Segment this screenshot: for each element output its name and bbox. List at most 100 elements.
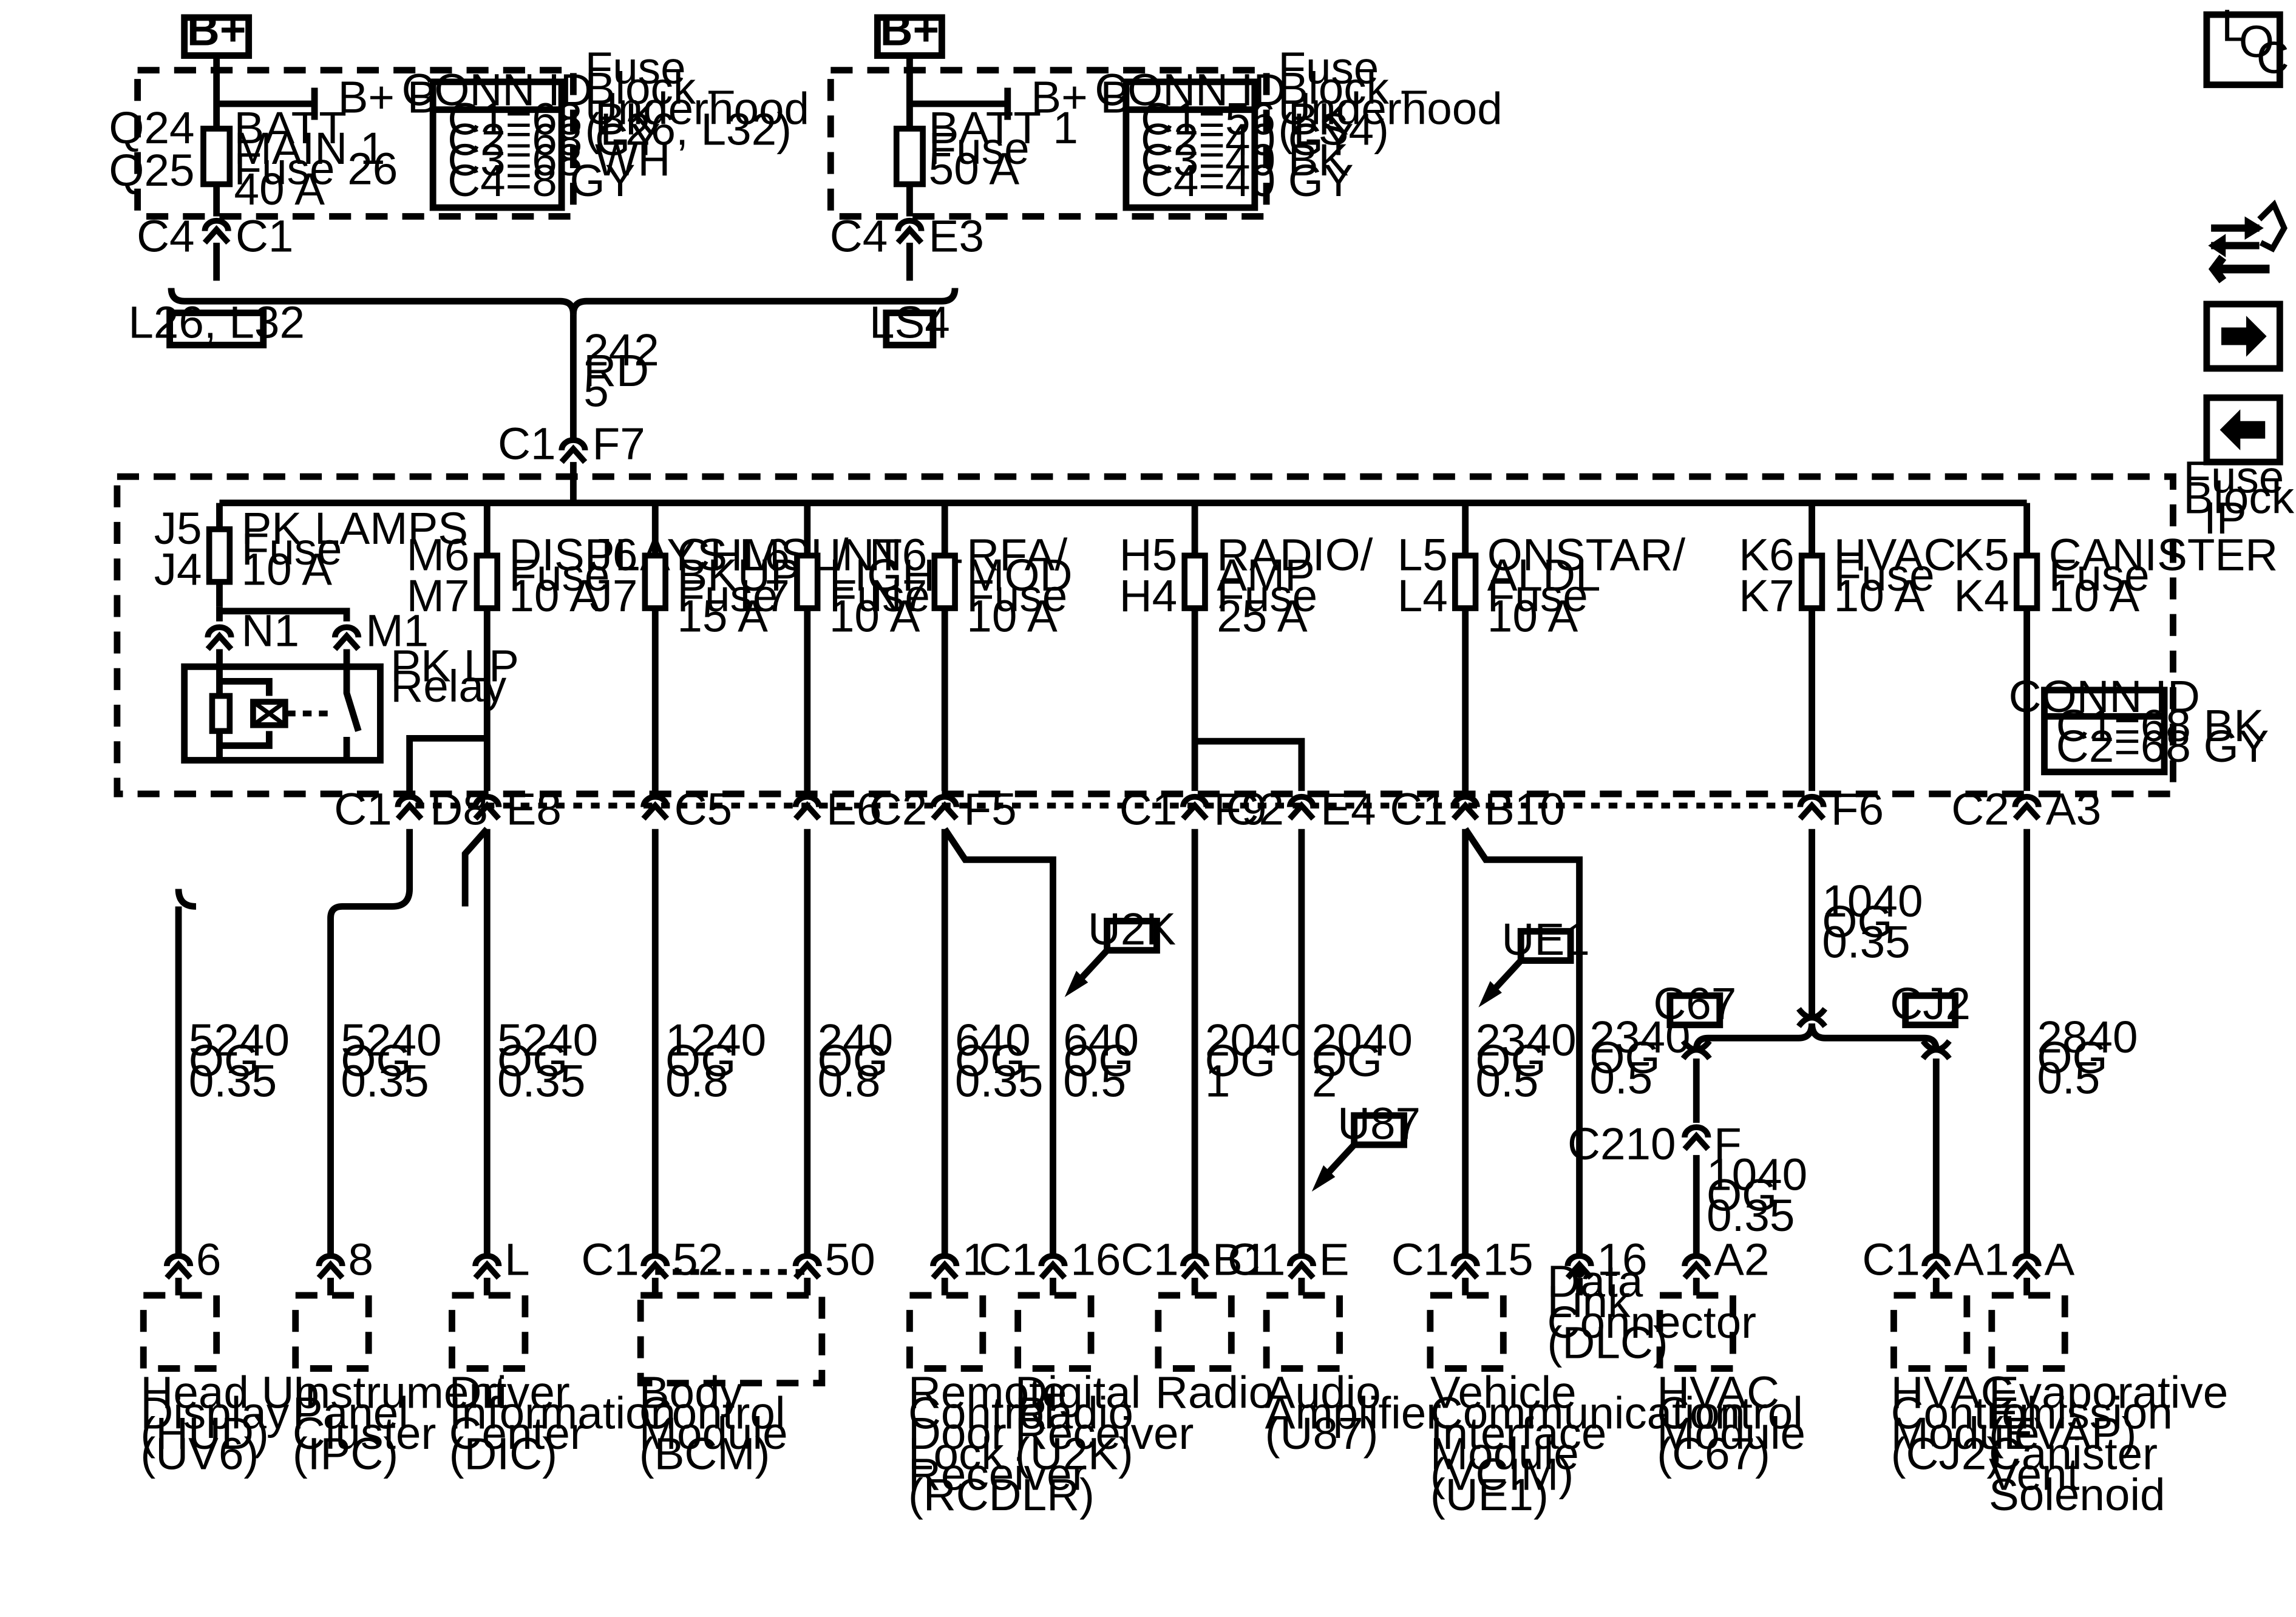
pin-c2-f5: F5 <box>964 783 1017 834</box>
module-label-c67: Control <box>1657 1387 1803 1438</box>
svg-text:Underhood: Underhood <box>585 83 809 134</box>
fuse-label-pk-lamps: 10 A <box>242 543 333 594</box>
module-label-vcim: Vehicle <box>1430 1367 1577 1418</box>
module-label-cj2: Module <box>1891 1408 2040 1459</box>
module-label-vcim: Module <box>1430 1428 1579 1479</box>
next-page-button[interactable] <box>2203 300 2283 372</box>
svg-text:U87: U87 <box>1337 1097 1421 1148</box>
cavity-chmsl-top: J6 <box>590 529 638 580</box>
wire-label-bcm-e6: OG <box>818 1035 888 1086</box>
cavity-displays-bottom: M7 <box>407 570 470 621</box>
pin-c1-d8: D8 <box>430 783 487 834</box>
wire-label-hud: OG <box>189 1035 259 1086</box>
pin-c67: A2 <box>1714 1233 1769 1284</box>
svg-text:PK LP: PK LP <box>390 640 519 691</box>
connector-id: C1 <box>1119 783 1177 834</box>
cavity-int-light-top: L6 <box>739 529 790 580</box>
fuse-label-chmsl: BKUP <box>677 549 800 600</box>
wire-label-radio: 1 <box>1205 1056 1231 1107</box>
connector-f6: F6 <box>1800 783 1884 834</box>
fuse-label-chmsl: Fuse <box>677 570 778 621</box>
pin-c210-f: F <box>1714 1118 1742 1169</box>
svg-text:Fuse: Fuse <box>929 123 1030 174</box>
wire-label-ipc: 0.35 <box>341 1056 429 1107</box>
cavity-hvac-bottom: K7 <box>1739 570 1794 621</box>
module-label-bcm: (BCM) <box>639 1428 770 1479</box>
fuse-label-int-light: Fuse <box>829 570 930 621</box>
module-label-amp: Audio <box>1265 1367 1381 1418</box>
pin-radio: B1 <box>1212 1233 1268 1284</box>
wire-label-u2k: 640 <box>1063 1014 1139 1065</box>
svg-text:CONN ID: CONN ID <box>402 64 593 115</box>
connector-id: C2 <box>1226 783 1284 834</box>
module-label-u2k: Receiver <box>1015 1408 1194 1459</box>
connector-id: C1 <box>1228 1233 1285 1284</box>
pin-cj2: A1 <box>1954 1233 2009 1284</box>
fuse-label-displays: DISPLAYS <box>509 529 727 580</box>
connector-id: C1 <box>979 1233 1037 1284</box>
cavity-canister-bottom: K4 <box>1954 570 2009 621</box>
conn-id-table-left: CONN ID C1=68 BK C2=68 GY C3=68 WH C4=8 … <box>402 64 670 211</box>
fuse-label-int-light: INT <box>829 529 902 580</box>
svg-text:UE1: UE1 <box>1502 914 1590 964</box>
svg-text:242: 242 <box>583 324 659 375</box>
module-label-bcm: Control <box>639 1387 786 1438</box>
module-label-radio: Radio <box>1155 1367 1274 1418</box>
pin-f6: F6 <box>1831 783 1884 834</box>
pin-n1: N1 <box>242 605 299 656</box>
module-label-dlc: Data <box>1547 1255 1643 1306</box>
module-label-evap: Vent <box>1989 1448 2080 1499</box>
b-plus-label: B+ <box>187 4 246 55</box>
fuse-label-onstar-aldl: ONSTAR/ <box>1487 529 1686 580</box>
module-label-dlc: Link <box>1547 1276 1631 1327</box>
cavity-q25: Q25 <box>109 144 194 195</box>
svg-text:Block –: Block – <box>1278 63 1427 114</box>
option-tag-c67: C67 <box>1653 978 1736 1029</box>
pin-c2-a3: A3 <box>2046 783 2101 834</box>
connector-id: C1 <box>334 783 392 834</box>
option-tag-cj2: CJ2 <box>1890 978 1971 1029</box>
pin-dlc: 16 <box>1597 1233 1647 1284</box>
module-label-cj2: HVAC <box>1891 1367 2014 1418</box>
fuse-label-canister: CANISTER <box>2049 529 2278 580</box>
pin-rcdlr: 1 <box>962 1233 988 1284</box>
wire-label-hvac-c67: 0.35 <box>1707 1190 1795 1241</box>
conn-id-table-right: CONN ID C1=56 BK C2=40 GY C3=40 BK C4=40… <box>1095 64 1354 211</box>
pin-e6: E6 <box>826 783 881 834</box>
cavity-pk-lamps-bottom: J4 <box>154 543 202 594</box>
wire-label-hvac-c67: 1040 <box>1707 1149 1807 1200</box>
fuse-batt-main-1 <box>200 126 233 188</box>
pin-c1-b10: B10 <box>1484 783 1565 834</box>
location-view-button[interactable]: L O C <box>2203 0 2289 89</box>
fuse-label-batt-main-1: BATT MAIN 1 Fuse 26 40 A <box>234 102 398 214</box>
module-label-dlc: Connector <box>1547 1297 1756 1348</box>
module-label-bcm: Module <box>639 1408 788 1459</box>
previous-page-button[interactable] <box>2203 394 2283 466</box>
wire-path-hud-ipc <box>327 829 413 1258</box>
svg-text:Underhood: Underhood <box>1278 83 1502 134</box>
component-connector-icon[interactable] <box>2208 199 2288 283</box>
connector-e3-right: E3 <box>929 210 984 261</box>
wire-label-u2k: 0.5 <box>1063 1056 1126 1107</box>
svg-text:U2K: U2K <box>1088 903 1176 954</box>
svg-text:C2=68 GY: C2=68 GY <box>447 114 661 164</box>
module-label-hud: (HUD) <box>140 1408 268 1459</box>
module-label-vcim: Interface <box>1430 1408 1607 1459</box>
module-label-hud: Display <box>140 1387 289 1438</box>
module-label-rcdlr: Remote <box>908 1367 1067 1418</box>
pin-hud: 6 <box>196 1233 222 1284</box>
